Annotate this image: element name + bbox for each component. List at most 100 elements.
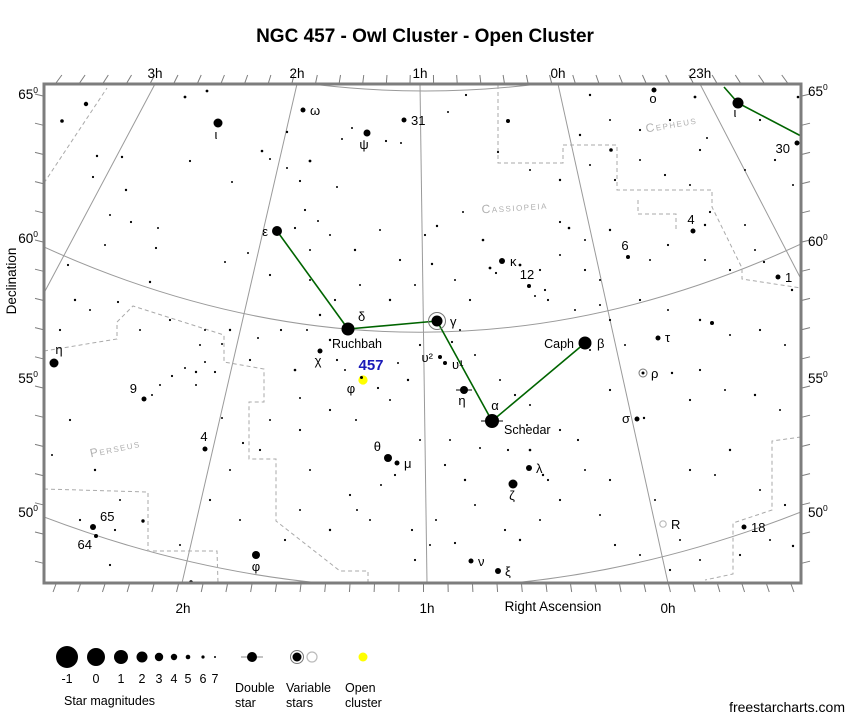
field-star bbox=[663, 173, 667, 177]
open-cluster-marker bbox=[358, 375, 368, 385]
star-label: ρ bbox=[651, 366, 658, 381]
field-star bbox=[559, 254, 561, 256]
field-star bbox=[195, 384, 197, 386]
star-label: ν bbox=[478, 554, 485, 569]
star-dot bbox=[401, 117, 407, 123]
field-star bbox=[83, 101, 89, 107]
field-star bbox=[506, 448, 510, 452]
field-star bbox=[309, 279, 311, 281]
right-tick bbox=[801, 210, 811, 214]
field-star bbox=[159, 384, 161, 386]
field-star bbox=[380, 484, 382, 486]
ra-gridline bbox=[557, 84, 669, 583]
legend-magnitude-dot bbox=[56, 646, 78, 668]
star-phi-per: φ bbox=[252, 551, 260, 574]
field-star bbox=[609, 119, 611, 121]
field-star bbox=[141, 519, 145, 523]
legend-variable-ring bbox=[290, 650, 304, 664]
top-tick bbox=[173, 74, 179, 84]
star-dot bbox=[495, 568, 501, 574]
top-tick bbox=[220, 74, 225, 84]
star-mu-cas: μ bbox=[394, 456, 412, 471]
field-star bbox=[796, 95, 800, 99]
field-star bbox=[608, 318, 612, 322]
bottom-tick bbox=[274, 583, 277, 593]
top-tick bbox=[618, 74, 623, 84]
field-star bbox=[703, 223, 707, 227]
field-star bbox=[599, 279, 601, 281]
field-star bbox=[410, 528, 414, 532]
field-star bbox=[204, 329, 206, 331]
field-star bbox=[205, 89, 209, 93]
field-star bbox=[783, 503, 787, 507]
constellation-boundary bbox=[497, 85, 801, 289]
star-label: ξ bbox=[505, 564, 511, 579]
field-star bbox=[558, 428, 562, 432]
star-label: 12 bbox=[520, 267, 534, 282]
field-star bbox=[68, 418, 72, 422]
legend-cluster-dot bbox=[358, 652, 368, 662]
top-tick bbox=[595, 74, 600, 84]
star-label: θ bbox=[374, 439, 381, 454]
star-R-cas: R bbox=[659, 517, 680, 532]
field-star bbox=[639, 554, 641, 556]
field-star bbox=[599, 304, 601, 306]
field-star bbox=[308, 159, 312, 163]
field-star bbox=[356, 509, 358, 511]
field-star bbox=[398, 258, 402, 262]
field-star bbox=[406, 378, 410, 382]
field-star bbox=[199, 344, 201, 346]
field-star bbox=[708, 210, 712, 214]
field-star bbox=[109, 214, 111, 216]
field-star bbox=[613, 178, 617, 182]
right-tick bbox=[801, 327, 811, 331]
field-star bbox=[376, 386, 380, 390]
star-dot bbox=[460, 386, 468, 394]
field-star bbox=[714, 474, 716, 476]
dec-gridline bbox=[44, 511, 801, 583]
star-dot bbox=[741, 524, 747, 530]
field-star bbox=[758, 328, 762, 332]
bottom-tick bbox=[126, 583, 130, 593]
ra-label-top: 3h bbox=[147, 66, 162, 81]
bottom-tick bbox=[151, 583, 155, 593]
star-label: χ bbox=[315, 353, 322, 368]
legend-magnitudes-caption: Star magnitudes bbox=[64, 694, 155, 708]
star-dot bbox=[655, 335, 661, 341]
field-star bbox=[328, 338, 332, 342]
ra-label-top: 23h bbox=[689, 66, 712, 81]
top-tick bbox=[781, 74, 789, 84]
constellation-lines-layer bbox=[276, 86, 802, 422]
star-12-cas: 12 bbox=[520, 267, 534, 288]
star-label: o bbox=[649, 91, 656, 106]
field-star bbox=[260, 149, 264, 153]
constellation-boundary bbox=[704, 436, 801, 581]
constellation-line bbox=[491, 342, 586, 422]
legend-variable-caption: stars bbox=[286, 696, 313, 710]
chart-border bbox=[42, 82, 803, 585]
star-label: φ bbox=[252, 559, 260, 574]
footer-link[interactable]: freestarcharts.com bbox=[729, 699, 845, 715]
legend-magnitude-dot bbox=[201, 655, 205, 659]
star-iota-cas: ι bbox=[213, 118, 223, 142]
bottom-tick bbox=[225, 583, 228, 593]
legend-magnitude-value: 7 bbox=[212, 672, 219, 686]
field-star bbox=[584, 469, 586, 471]
star-psi-cas: ψ bbox=[359, 129, 371, 152]
ngc457-label: 457 bbox=[358, 357, 383, 374]
field-star bbox=[454, 279, 456, 281]
constellation-boundary-layer bbox=[44, 85, 801, 583]
star-dot bbox=[641, 371, 645, 375]
left-tick bbox=[34, 443, 44, 447]
star-label: η bbox=[55, 342, 62, 357]
bottom-tick bbox=[766, 583, 770, 593]
y-axis-title: Declination bbox=[4, 248, 19, 315]
right-tick bbox=[801, 502, 811, 506]
right-tick bbox=[801, 151, 811, 155]
star-label: 18 bbox=[751, 520, 765, 535]
field-star bbox=[499, 379, 501, 381]
star-label: 30 bbox=[776, 141, 790, 156]
field-star bbox=[639, 159, 641, 161]
left-tick bbox=[34, 502, 44, 506]
